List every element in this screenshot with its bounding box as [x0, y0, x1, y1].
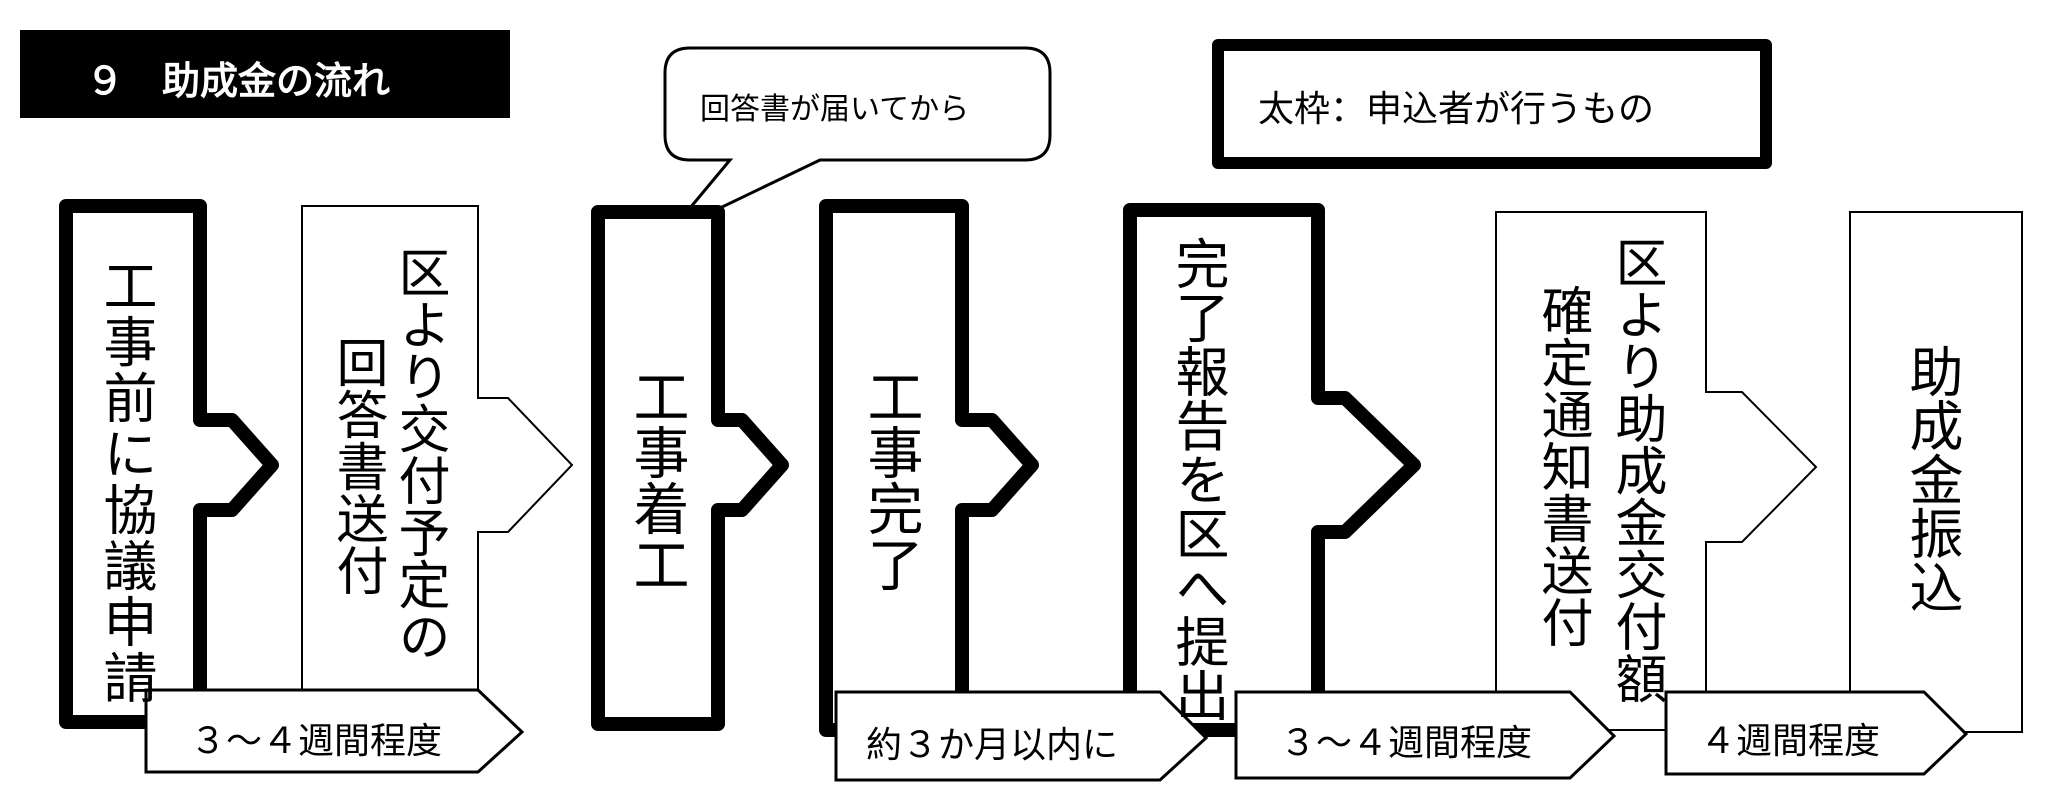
title-bar — [20, 30, 510, 118]
duration-2-label: 約３か月以内に — [866, 725, 1119, 766]
step-4-text: 工事完了 — [858, 368, 923, 592]
callout-text: 回答書が届いてから — [700, 92, 970, 127]
duration-3-shape — [1234, 690, 1617, 780]
step-4-shape — [819, 199, 1039, 737]
step-2-text-line1: 区より交付予定の — [389, 246, 449, 662]
duration-1-label: ３～４週間程度 — [190, 721, 443, 762]
step-1-shape — [59, 199, 279, 729]
duration-1-shape — [144, 688, 525, 774]
step-5-text: 完了報告を区へ提出 — [1166, 236, 1229, 722]
step-1-text: 工事前に協議申請 — [94, 258, 157, 706]
step-6-text-line2: 確定通知書送付 — [1532, 284, 1592, 648]
legend-text: 太枠：申込者が行うもの — [1258, 89, 1655, 130]
callout-bubble — [663, 46, 1052, 234]
duration-2-shape — [834, 690, 1209, 782]
step-3-shape — [591, 205, 789, 731]
legend-box — [1212, 39, 1772, 169]
step-2-text-line2: 回答書送付 — [327, 336, 387, 596]
page-title: ９ 助成金の流れ — [86, 59, 391, 103]
duration-4-shape — [1664, 690, 1969, 776]
duration-3-label: ３～４週間程度 — [1280, 723, 1533, 764]
step-7-shape — [1849, 211, 2023, 733]
duration-4-label: ４週間程度 — [1700, 721, 1881, 762]
step-5-shape — [1123, 203, 1421, 737]
step-6-text-line1: 区より助成金交付額 — [1606, 236, 1666, 704]
step-7-text: 助成金振込 — [1900, 344, 1963, 614]
step-3-text: 工事着工 — [624, 368, 689, 592]
